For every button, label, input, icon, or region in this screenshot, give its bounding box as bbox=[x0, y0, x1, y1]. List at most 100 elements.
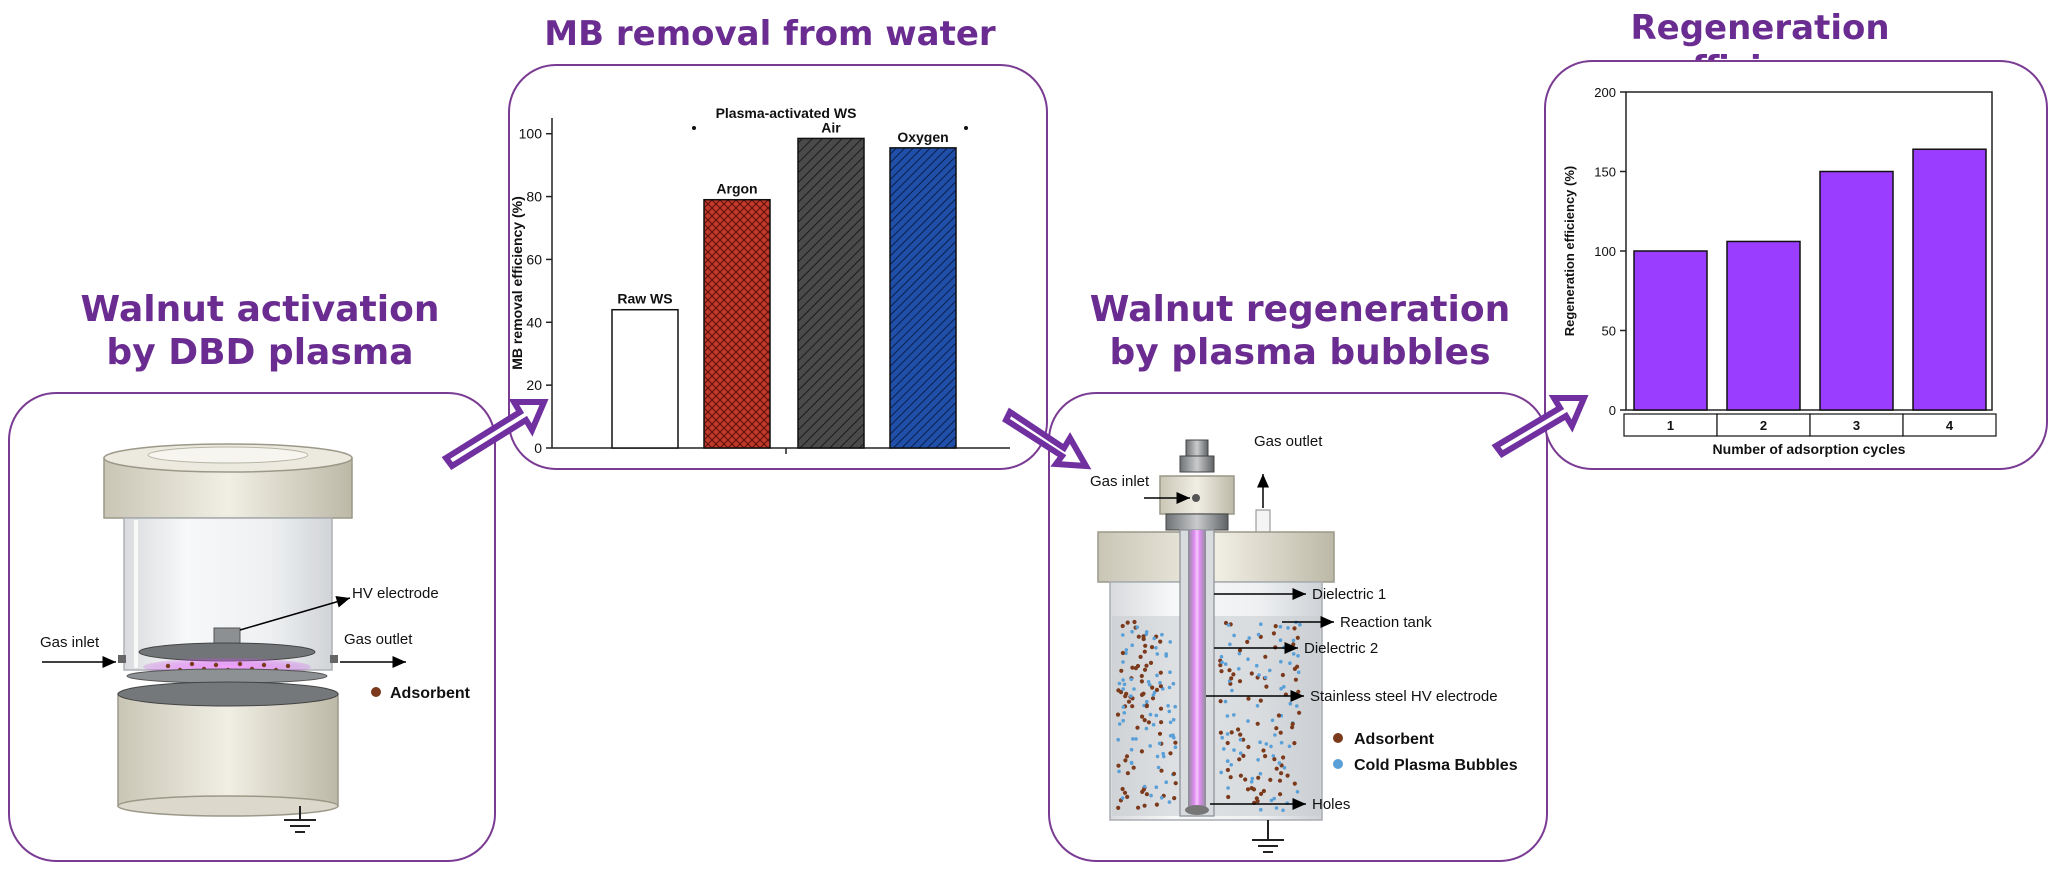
adsorbent-particle bbox=[1263, 754, 1268, 759]
adsorbent-particle bbox=[1158, 706, 1164, 711]
plasma-bubble bbox=[1226, 759, 1230, 763]
adsorbent-particle bbox=[1141, 634, 1146, 639]
adsorbent-particle bbox=[1272, 757, 1277, 762]
adsorbent-particle bbox=[1243, 777, 1248, 782]
dbd-reactor: HV electrode Gas inlet Gas outlet Adsorb… bbox=[40, 443, 471, 833]
label-gas-outlet: Gas outlet bbox=[344, 631, 413, 648]
chart1-y-tick-label: 60 bbox=[526, 251, 542, 267]
adsorbent-particle bbox=[1142, 649, 1147, 654]
plasma-bubble bbox=[1130, 643, 1134, 647]
plasma-bubble bbox=[1277, 761, 1282, 765]
plasma-bubble bbox=[1168, 670, 1172, 674]
plasma-bubble bbox=[1167, 709, 1172, 714]
plasma-bubble bbox=[1232, 713, 1236, 717]
adsorbent-particle bbox=[1159, 720, 1164, 725]
plasma-bubble bbox=[1132, 687, 1136, 691]
adsorbent-particle bbox=[1150, 685, 1155, 690]
chart2-y-tick-label: 0 bbox=[1609, 403, 1616, 418]
panel-mb-removal-chart bbox=[508, 64, 1048, 470]
adsorbent-particle bbox=[1241, 737, 1246, 742]
adsorbent-particle bbox=[1139, 673, 1144, 679]
plasma-bubble bbox=[1154, 785, 1159, 789]
plasma-bubble bbox=[1291, 638, 1296, 643]
plasma-bubble bbox=[1154, 713, 1159, 718]
plasma-bubble bbox=[1220, 735, 1224, 740]
adsorbent-particle bbox=[1144, 663, 1149, 668]
reactor-lid bbox=[1097, 531, 1335, 583]
adsorbent-particle bbox=[1254, 796, 1259, 801]
plasma-bubble bbox=[1246, 657, 1250, 661]
chart1-y-label: MB removal efficiency (%) bbox=[509, 196, 525, 370]
plasma-bubble bbox=[1288, 661, 1292, 665]
plasma-bubble bbox=[1232, 748, 1236, 752]
adsorbent-particle bbox=[1173, 781, 1178, 786]
plasma-bubble bbox=[1121, 678, 1125, 682]
chart2-bar-cycle-1 bbox=[1633, 250, 1708, 411]
plasma-bubble bbox=[1135, 625, 1139, 629]
plasma-bubble bbox=[1159, 795, 1164, 800]
plasma-bubble bbox=[1270, 718, 1275, 723]
adsorbent-particle bbox=[1290, 721, 1295, 727]
adsorbent-particle bbox=[1218, 730, 1223, 735]
arrow-regeneration-to-efficiency bbox=[1491, 395, 1589, 458]
adsorbent-particle bbox=[1263, 654, 1268, 659]
adsorbent-particle bbox=[1132, 619, 1137, 625]
plasma-bubble bbox=[1255, 704, 1260, 708]
plasma-bubble bbox=[1157, 741, 1162, 746]
adsorbent-particle bbox=[1258, 698, 1263, 703]
plasma-bubble bbox=[1226, 786, 1230, 790]
dbd-ground-plate bbox=[126, 668, 328, 684]
title-walnut-regeneration: Walnut regeneration by plasma bubbles bbox=[1060, 288, 1540, 374]
plasma-bubble bbox=[1279, 659, 1283, 664]
adsorbent-particle bbox=[1279, 771, 1284, 776]
title-walnut-activation-line1: Walnut activation bbox=[80, 289, 440, 330]
plasma-bubble bbox=[1230, 688, 1234, 693]
adsorbent-particle bbox=[1281, 755, 1286, 760]
chart1-group-label: Plasma-activated WS bbox=[716, 105, 857, 121]
adsorbent-particle bbox=[1158, 639, 1163, 644]
adsorbent-particle bbox=[1295, 635, 1300, 640]
plasma-bubble bbox=[1121, 660, 1125, 664]
adsorbent-particle bbox=[1219, 669, 1224, 674]
plasma-bubble bbox=[1256, 632, 1261, 637]
title-mb-removal: MB removal from water bbox=[544, 14, 996, 54]
adsorbent-particle bbox=[1140, 789, 1145, 795]
adsorbent-particle bbox=[1168, 751, 1173, 756]
reactor-bubble-legend-dot bbox=[1333, 759, 1343, 769]
title-walnut-regeneration-line1: Walnut regeneration bbox=[1089, 289, 1511, 330]
plasma-bubble bbox=[1247, 636, 1251, 640]
adsorbent-particle bbox=[1278, 730, 1283, 735]
adsorbent-particle bbox=[1171, 771, 1177, 776]
plasma-bubble bbox=[1238, 751, 1243, 755]
adsorbent-particle bbox=[1133, 666, 1138, 671]
adsorbent-particle bbox=[1124, 754, 1130, 759]
plasma-bubble bbox=[1225, 732, 1230, 736]
chart2-y-label: Regeneration efficiency (%) bbox=[1562, 166, 1577, 337]
plasma-bubble bbox=[1220, 660, 1224, 665]
dbd-gas-outlet-port bbox=[330, 655, 338, 663]
adsorbent-particle bbox=[1237, 679, 1243, 684]
chart1-bar-air bbox=[797, 137, 865, 449]
plasma-bubble bbox=[1264, 742, 1269, 746]
plasma-bubble bbox=[1151, 722, 1156, 727]
adsorbent-particle bbox=[1123, 758, 1128, 763]
adsorbent-particle bbox=[1256, 775, 1261, 780]
plasma-bubble bbox=[1158, 681, 1162, 685]
adsorbent-particle bbox=[1158, 670, 1163, 675]
plasma-bubble bbox=[1124, 648, 1129, 652]
plasma-bubble bbox=[1295, 790, 1300, 794]
plasma-bubble bbox=[1288, 701, 1293, 706]
adsorbent-particle bbox=[1276, 713, 1281, 718]
adsorbent-particle bbox=[1136, 805, 1141, 810]
chart2-x-tick-label: 4 bbox=[1946, 418, 1954, 433]
bubble-reactor: Gas outlet Gas inlet Dielectric 1 Reacti… bbox=[1090, 433, 1518, 853]
plasma-bubble bbox=[1116, 737, 1120, 742]
plasma-bubble bbox=[1223, 699, 1228, 704]
plasma-bubble bbox=[1291, 652, 1296, 656]
adsorbent-particle bbox=[1116, 763, 1121, 768]
plasma-bubble bbox=[1282, 766, 1287, 770]
plasma-bubble bbox=[1164, 780, 1168, 784]
adsorbent-particle bbox=[1249, 671, 1254, 676]
plasma-bubble bbox=[1237, 651, 1242, 656]
